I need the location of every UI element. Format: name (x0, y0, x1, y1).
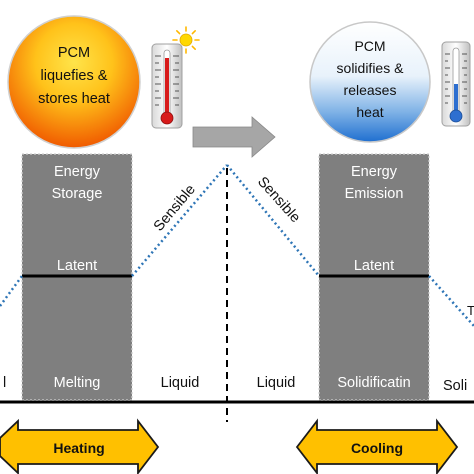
thermometer-cold-icon (441, 41, 471, 127)
left-circle-line-3: stores heat (38, 91, 110, 107)
left-box-title-1: Energy (54, 164, 101, 180)
melting-label: Melting (54, 375, 101, 391)
left-box-title-2: Storage (52, 186, 103, 202)
right-latent-label: Latent (354, 258, 394, 274)
right-box-title-1: Energy (351, 164, 398, 180)
edge-right-label: T (467, 303, 474, 318)
energy-emission-box: Energy Emission Latent Solidificatin (318, 153, 430, 401)
left-circle-line-2: liquefies & (41, 68, 108, 84)
left-latent-label: Latent (57, 258, 97, 274)
right-arrow-icon (192, 116, 276, 158)
heating-arrow: Heating (0, 418, 160, 474)
liquid-right-label: Liquid (257, 375, 296, 391)
left-circle-line-1: PCM (58, 45, 90, 61)
energy-storage-box: Energy Storage Latent Melting (21, 153, 133, 401)
right-circle-line-2: solidifies & (337, 60, 405, 76)
right-pcm-circle: PCM solidifies & releases heat (309, 21, 431, 143)
liquid-left-label: Liquid (161, 375, 200, 391)
solidification-label: Solidificatin (337, 375, 410, 391)
far-right-phase-label: Soli (443, 378, 467, 394)
cooling-arrow: Cooling (295, 418, 459, 474)
right-circle-line-4: heat (356, 104, 383, 120)
left-pcm-circle: PCM liquefies & stores heat (7, 15, 141, 149)
sensible-dotted-lines (0, 164, 474, 327)
right-box-title-2: Emission (345, 186, 404, 202)
far-left-phase-label: l (3, 375, 6, 391)
right-sensible-label: Sensible (254, 174, 303, 226)
cooling-label: Cooling (351, 440, 403, 456)
right-circle-line-1: PCM (354, 38, 385, 54)
right-circle-line-3: releases (344, 82, 397, 98)
thermometer-hot-icon (151, 43, 183, 129)
heating-label: Heating (53, 440, 104, 456)
